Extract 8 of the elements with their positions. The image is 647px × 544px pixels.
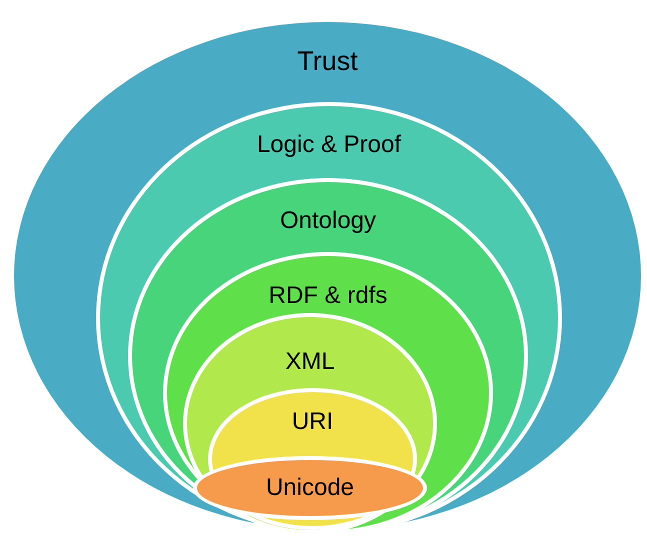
- layer-label: Logic & Proof: [256, 133, 402, 157]
- layer-label: URI: [292, 410, 334, 434]
- layer-label: RDF & rdfs: [268, 284, 388, 308]
- layer-label: Trust: [297, 48, 358, 75]
- layer-label: XML: [285, 350, 335, 374]
- layer-label: Unicode: [266, 476, 354, 500]
- layer-label: Ontology: [280, 209, 376, 233]
- ellipse-layer: [193, 456, 427, 520]
